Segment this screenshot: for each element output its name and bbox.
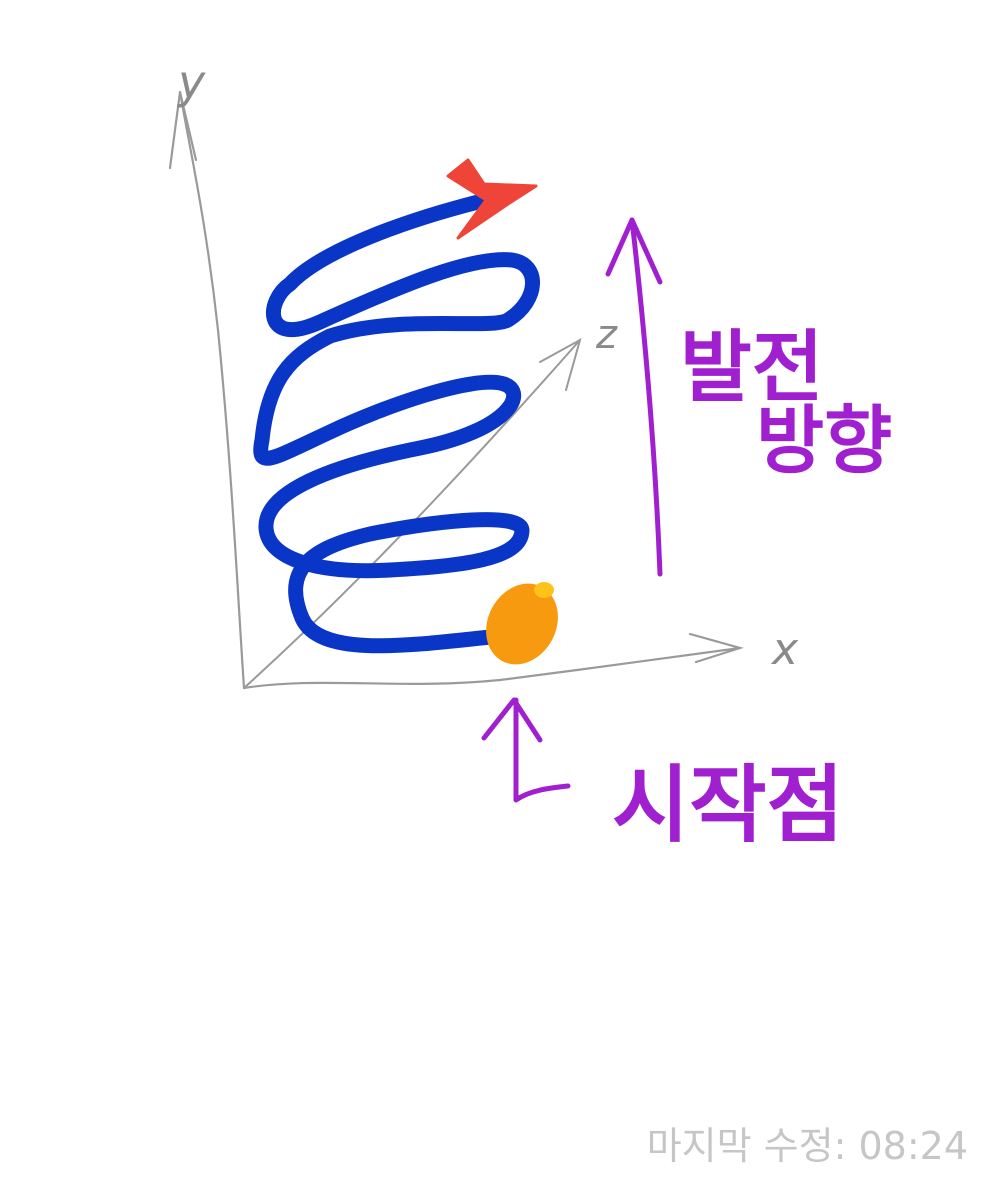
z-axis-line <box>243 339 581 689</box>
spiral-arrowhead <box>446 158 538 240</box>
start-point-marker <box>486 583 558 665</box>
start-pointer-arrowhead <box>481 697 543 743</box>
annotation-start-point: 시작점 <box>612 756 844 854</box>
y-axis-label: y <box>176 55 206 109</box>
x-axis-line <box>242 646 742 690</box>
annotation-direction-line1: 발전 <box>680 323 824 413</box>
annotation-direction-line2: 방향 <box>756 398 892 484</box>
y-axis-line <box>178 90 246 690</box>
z-axis-arrowhead <box>539 337 582 391</box>
last-modified-time: 08:24 <box>858 1124 968 1168</box>
z-axis-label: z <box>595 312 618 358</box>
direction-arrowhead <box>605 217 663 285</box>
y-axis-arrowhead <box>168 91 198 170</box>
x-axis-label: x <box>770 624 799 675</box>
start-point-highlight <box>534 582 554 598</box>
last-modified-status: 마지막 수정: 08:24 <box>647 1115 968 1170</box>
direction-arrow-line <box>629 217 663 577</box>
start-pointer-line <box>513 697 571 803</box>
spiral-curve <box>253 194 540 654</box>
last-modified-label: 마지막 수정: <box>646 1124 847 1168</box>
x-axis-arrowhead <box>688 632 744 664</box>
